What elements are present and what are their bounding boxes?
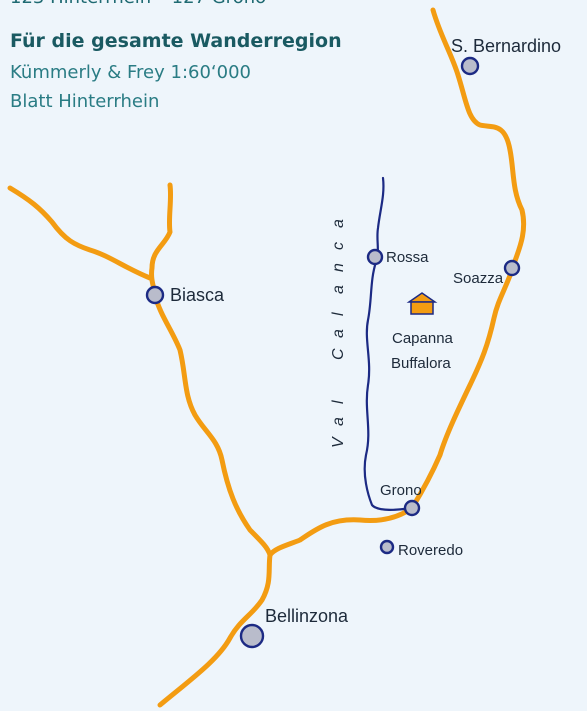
road-biasca-south (152, 292, 273, 558)
hut-icon (406, 292, 438, 315)
label-soazza: Soazza (453, 270, 504, 287)
label-grono: Grono (380, 482, 422, 499)
marker-soazza (503, 259, 521, 277)
road-main (157, 7, 527, 708)
marker-rossa (366, 248, 384, 266)
label-biasca: Biasca (170, 285, 225, 305)
marker-grono (403, 499, 421, 517)
marker-s-bernardino (460, 56, 480, 76)
label-roveredo: Roveredo (398, 542, 463, 559)
road-biasca-west (7, 185, 153, 281)
valley-letter-10: a (330, 219, 347, 228)
road-biasca-north (149, 182, 174, 298)
valley-letter-9: c (330, 242, 347, 250)
map-sheet-line: Blatt Hinterrhein (10, 91, 160, 112)
map-publisher-line: Kümmerly & Frey 1:60‘000 (10, 62, 251, 83)
label-hut-line1: Capanna (392, 330, 454, 347)
valley-letter-5: a (330, 329, 347, 338)
valley-letter-6: l (330, 312, 347, 316)
map-sheets-line: 123 Hinterrhein – 127 Grono (10, 0, 266, 8)
label-bellinzona: Bellinzona (265, 606, 349, 626)
valley-letter-3: l (330, 400, 347, 404)
valley-label: V a l C a l a n c a (330, 219, 347, 448)
valley-letter-8: n (330, 263, 347, 272)
marker-roveredo (379, 539, 395, 555)
marker-biasca (145, 285, 165, 305)
marker-bellinzona (239, 623, 265, 649)
label-rossa: Rossa (386, 249, 429, 266)
valley-letter-2: a (330, 417, 347, 426)
region-title: Für die gesamte Wanderregion (10, 30, 342, 52)
valley-letter-7: a (330, 285, 347, 294)
valley-letter-4: C (330, 348, 347, 360)
label-hut-line2: Buffalora (391, 355, 451, 372)
valley-letter-1: V (330, 436, 347, 448)
river-calanca (363, 176, 414, 511)
label-s-bernardino: S. Bernardino (451, 36, 561, 56)
